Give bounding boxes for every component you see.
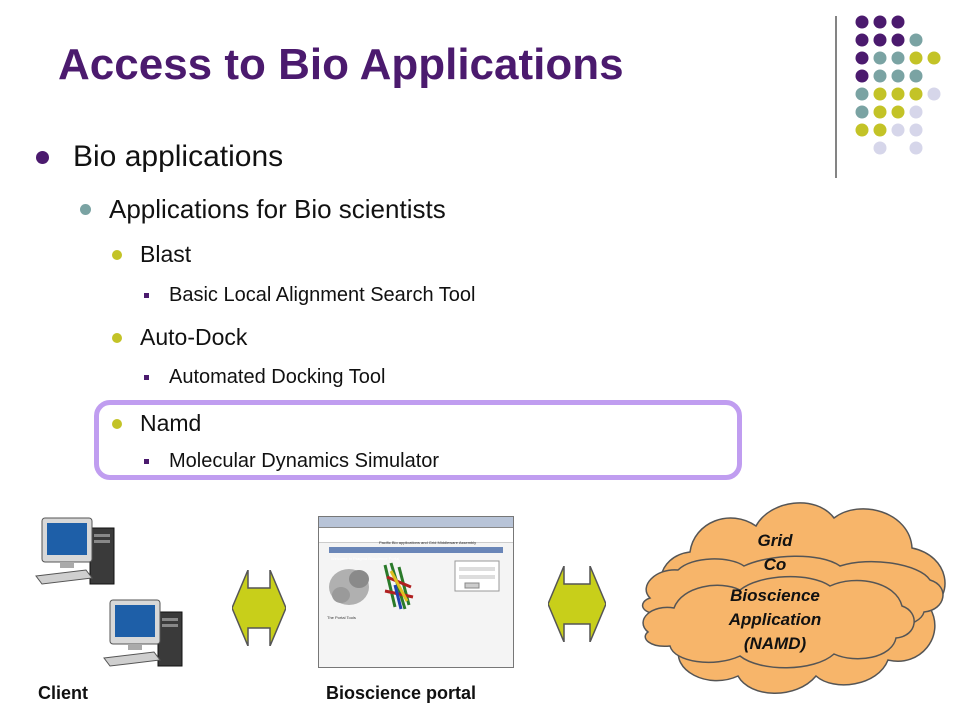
slide-title: Access to Bio Applications <box>58 40 624 89</box>
namd-highlight-box <box>94 400 742 480</box>
bullet-dot-icon <box>36 150 49 164</box>
cloud-grid-text-value: Grid Co <box>757 531 793 574</box>
bullet-dot-icon <box>112 249 122 260</box>
bullet-text: Bio applications <box>73 140 284 173</box>
double-arrow-icon <box>232 570 286 646</box>
client-computers-icon <box>35 517 183 667</box>
bullet-dot-icon <box>80 204 91 215</box>
bullet-blast-detail: Basic Local Alignment Search Tool <box>144 284 475 307</box>
cloud-grid-text: Grid Co <box>740 529 810 577</box>
bullet-text: Basic Local Alignment Search Tool <box>169 284 476 306</box>
dot-group <box>855 15 941 155</box>
portal-header: Pacific Bio applications and Grid Middle… <box>319 528 513 545</box>
bullet-text: Blast <box>140 241 192 267</box>
cloud-bioscience-text-value: Bioscience Application (NAMD) <box>728 586 822 653</box>
portal-welcome-text: Welcome to Pragma Bioscience Portal <box>331 556 400 561</box>
portal-label: Bioscience portal <box>326 683 477 703</box>
bullet-text: Molecular Dynamics Simulator <box>169 450 440 472</box>
square-bullet-icon <box>144 459 149 464</box>
square-bullet-icon <box>144 293 149 298</box>
portal-header-text: Pacific Bio applications and Grid Middle… <box>379 540 477 545</box>
portal-welcome-bar: Welcome to Pragma Bioscience Portal <box>329 547 503 561</box>
square-bullet-icon <box>144 375 149 380</box>
cloud-front <box>642 575 915 669</box>
portal-tools-text: The Portal Tools <box>327 615 356 620</box>
bullet-namd: Namd <box>112 410 201 437</box>
cloud-bioscience-text: Bioscience Application (NAMD) <box>680 584 870 656</box>
bullet-text: Namd <box>140 410 202 436</box>
client-label: Client <box>38 683 89 703</box>
browser-toolbar <box>319 517 513 528</box>
bullet-dot-icon <box>112 418 122 429</box>
computer-icon <box>103 599 183 667</box>
grid-cloud-icon <box>641 502 946 694</box>
bullet-autodock: Auto-Dock <box>112 324 247 351</box>
protein-structure-image <box>329 560 500 610</box>
bullet-text: Auto-Dock <box>140 324 248 350</box>
bullet-level2: Applications for Bio scientists <box>80 194 446 225</box>
bullet-level1: Bio applications <box>36 140 283 174</box>
decorative-dot-grid <box>835 15 941 178</box>
bullet-text: Automated Docking Tool <box>169 366 386 388</box>
bullet-blast: Blast <box>112 241 191 268</box>
bullet-namd-detail: Molecular Dynamics Simulator <box>144 450 439 473</box>
bullet-autodock-detail: Automated Docking Tool <box>144 366 385 389</box>
computer-icon <box>35 517 115 585</box>
bullet-text: Applications for Bio scientists <box>109 194 446 224</box>
bullet-dot-icon <box>112 332 122 343</box>
double-arrow-icon <box>548 566 606 642</box>
portal-screenshot: Pacific Bio applications and Grid Middle… <box>318 516 514 668</box>
